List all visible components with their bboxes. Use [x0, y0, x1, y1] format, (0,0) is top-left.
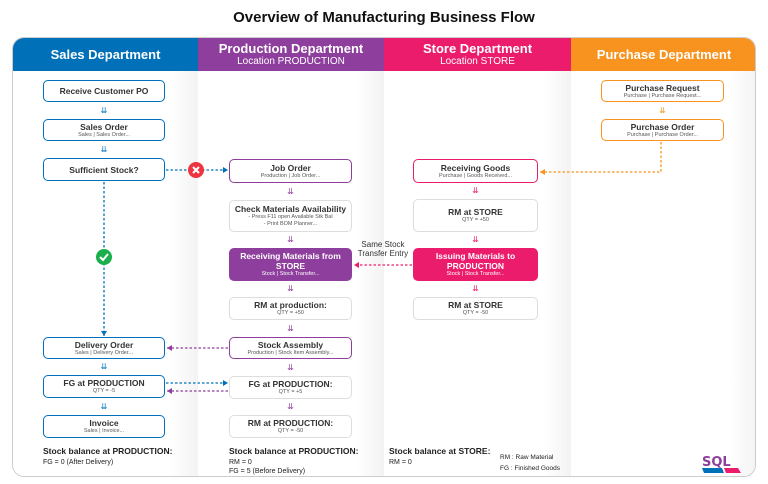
- stock-balance-note: Stock balance at PRODUCTION: RM = 0 FG = 5…: [229, 446, 358, 476]
- flow-arrow-icon: ⇊: [287, 186, 294, 196]
- legend-item: FG : Finished Goods: [500, 465, 560, 472]
- step-detail: QTY = +50: [277, 310, 304, 316]
- step-title: Receiving Goods: [440, 162, 511, 173]
- production-step-box: FG at PRODUCTION:QTY = +5: [229, 376, 352, 399]
- flow-arrow-icon: ⇊: [659, 105, 666, 115]
- step-detail: - Press F11 open Available Stk Bal - Pri…: [248, 214, 333, 227]
- step-title: Check Materials Availability: [234, 204, 347, 214]
- step-title: Purchase Order: [630, 121, 695, 132]
- step-title: FG at PRODUCTION: [63, 378, 145, 388]
- step-detail: QTY = +50: [462, 217, 489, 223]
- flow-arrow-icon: ⇊: [287, 402, 294, 411]
- step-detail: Sales | Delivery Order...: [75, 349, 133, 356]
- flow-arrow-icon: ⇊: [100, 144, 108, 154]
- flow-arrow-icon: ⇊: [472, 284, 479, 293]
- balance-heading: Stock balance at STORE:: [389, 446, 491, 456]
- balance-heading: Stock balance at PRODUCTION:: [229, 446, 359, 456]
- svg-text:SQL: SQL: [702, 455, 731, 470]
- flow-arrow-icon: ⇊: [472, 186, 479, 195]
- sales-step-box: Sufficient Stock?: [43, 158, 165, 181]
- step-detail: Purchase | Purchase Request...: [623, 92, 702, 99]
- step-title: RM at STORE: [448, 300, 503, 310]
- production-step-box: RM at PRODUCTION:QTY = -50: [229, 415, 352, 438]
- flow-arrow-icon: ⇊: [100, 105, 108, 115]
- page-title: Overview of Manufacturing Business Flow: [233, 9, 535, 26]
- flow-arrow-icon: ⇊: [287, 284, 294, 293]
- stock-balance-note: Stock balance at STORE: RM = 0: [389, 446, 490, 467]
- step-detail: QTY = -50: [462, 310, 489, 316]
- lane-title: Sales Department: [50, 46, 161, 62]
- lane-subtitle: Location PRODUCTION: [237, 56, 345, 67]
- step-title: Purchase Request: [625, 82, 700, 93]
- step-title: Delivery Order: [74, 339, 134, 350]
- sales-header: Sales Department: [13, 38, 198, 71]
- purchase-header: Purchase Department: [571, 38, 755, 71]
- step-detail: Purchase | Purchase Order...: [627, 131, 698, 138]
- sales-lane: Sales Department: [13, 38, 198, 476]
- lane-title: Production Department: [218, 41, 364, 56]
- step-detail: Production | Job Order...: [260, 172, 321, 179]
- lane-subtitle: Location STORE: [440, 56, 515, 67]
- balance-heading: Stock balance at PRODUCTION:: [43, 446, 173, 456]
- flow-arrow-icon: ⇊: [472, 235, 479, 244]
- step-title: RM at PRODUCTION:: [247, 418, 334, 428]
- balance-line: RM = 0: [229, 459, 252, 466]
- flow-arrow-icon: ⇊: [100, 362, 108, 371]
- step-detail: Stock | Stock Transfer...: [261, 271, 320, 277]
- flow-arrow-icon: ⇊: [287, 235, 294, 244]
- step-title: Stock Assembly: [257, 339, 324, 350]
- flow-arrow-icon: ⇊: [100, 401, 108, 411]
- step-detail: QTY = -5: [92, 388, 116, 394]
- step-detail: QTY = +5: [278, 389, 303, 395]
- step-detail: Purchase | Goods Received...: [439, 172, 512, 179]
- step-title: Receiving Materials from STORE: [240, 251, 341, 271]
- step-title: Invoice: [89, 418, 119, 428]
- production-step-box: Check Materials Availability- Press F11 …: [229, 200, 352, 232]
- balance-line: RM = 0: [389, 459, 412, 466]
- lane-title: Purchase Department: [596, 46, 732, 62]
- step-title: RM at STORE: [448, 207, 503, 217]
- step-detail: Sales | Invoice...: [83, 428, 125, 434]
- legend: RM : Raw Material FG : Finished Goods: [500, 452, 560, 474]
- production-step-box: RM at production:QTY = +50: [229, 297, 352, 320]
- step-detail: Stock | Stock Transfer...: [446, 271, 505, 277]
- stock-balance-note: Stock balance at PRODUCTION: FG = 0 (Afte…: [43, 446, 172, 467]
- sales-step-box: Receive Customer PO: [43, 80, 165, 102]
- legend-item: RM : Raw Material: [500, 454, 554, 461]
- step-detail: QTY = -50: [277, 428, 304, 434]
- step-detail: Sales | Sales Order...: [78, 131, 130, 138]
- flow-arrow-icon: ⇊: [287, 362, 294, 372]
- step-title: Sufficient Stock?: [69, 164, 139, 175]
- step-title: Issuing Materials to PRODUCTION: [435, 251, 516, 271]
- balance-line: FG = 0 (After Delivery): [43, 459, 114, 466]
- sql-logo: SQL: [700, 452, 742, 474]
- step-title: Job Order: [270, 162, 311, 173]
- step-title: Receive Customer PO: [59, 86, 149, 96]
- balance-line: FG = 5 (Before Delivery): [229, 468, 306, 475]
- flow-arrow-icon: ⇊: [287, 323, 294, 333]
- step-title: Sales Order: [80, 121, 128, 132]
- lane-title: Store Department: [422, 41, 533, 56]
- step-title: FG at PRODUCTION:: [248, 379, 333, 389]
- step-title: RM at production:: [254, 300, 327, 310]
- purchase-lane: Purchase Department: [571, 38, 755, 476]
- step-detail: Production | Stock Item Assembly...: [247, 349, 334, 356]
- transfer-note: Same Stock Transfer Entry: [357, 240, 409, 258]
